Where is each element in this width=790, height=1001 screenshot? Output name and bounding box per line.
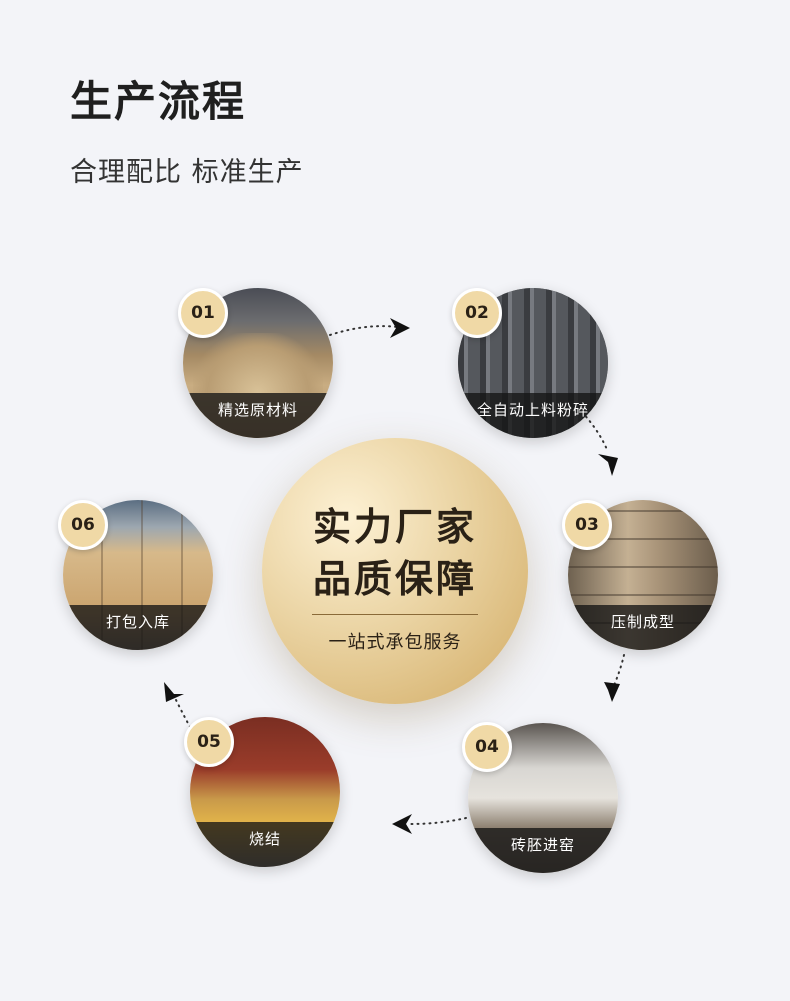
- step-number-badge: 03: [562, 500, 612, 550]
- step-label: 砖胚进窑: [468, 828, 618, 873]
- page-subtitle: 合理配比 标准生产: [70, 157, 304, 188]
- step-label: 压制成型: [568, 605, 718, 650]
- center-badge: 实力厂家 品质保障 一站式承包服务: [262, 438, 528, 704]
- step-number-badge: 01: [178, 288, 228, 338]
- step-label: 全自动上料粉碎: [458, 393, 608, 438]
- center-line-2: 品质保障: [312, 557, 477, 601]
- step-number-badge: 02: [452, 288, 502, 338]
- step-number-badge: 04: [462, 722, 512, 772]
- step-06: 打包入库: [63, 500, 213, 650]
- arrow-right-icon: [390, 318, 410, 338]
- page-title: 生产流程: [70, 77, 247, 126]
- step-label: 烧结: [190, 822, 340, 867]
- step-number-badge: 05: [184, 717, 234, 767]
- step-label: 打包入库: [63, 605, 213, 650]
- arrow-down-icon: [598, 454, 618, 476]
- step-number-badge: 06: [58, 500, 108, 550]
- step-05: 烧结: [190, 717, 340, 867]
- center-line-1: 实力厂家: [312, 505, 477, 549]
- connector-03-04: [611, 654, 625, 691]
- center-divider: [312, 614, 478, 615]
- connector-04-05: [409, 817, 467, 825]
- arrow-left-icon: [392, 814, 412, 834]
- arrow-up-icon: [164, 682, 184, 702]
- center-tagline: 一站式承包服务: [328, 632, 462, 653]
- step-label: 精选原材料: [183, 393, 333, 438]
- connector-01-02: [329, 325, 405, 336]
- arrow-down-icon: [604, 682, 620, 702]
